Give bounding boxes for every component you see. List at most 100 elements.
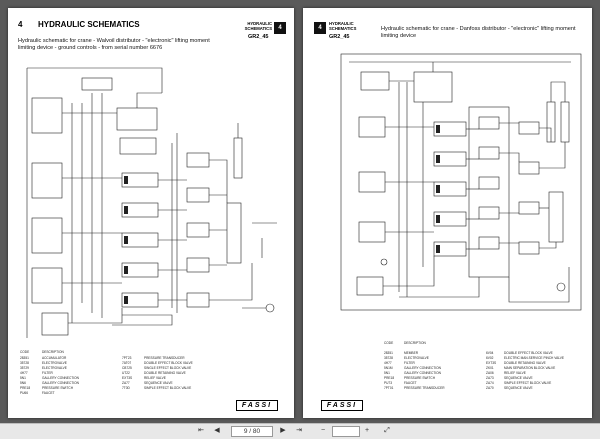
legend-code: 35729 — [20, 366, 29, 370]
legend-description: FILTER — [404, 361, 415, 365]
legend-code: 5N6 — [20, 381, 26, 385]
zoom-level-field[interactable] — [332, 426, 360, 437]
legend-code: PU73 — [384, 381, 392, 385]
section-label-line2: SCHEMATICS — [329, 26, 357, 31]
legend-description: FAUCET — [42, 391, 55, 395]
legend-code: 7PT01 — [384, 386, 394, 390]
legend-header-description: DESCRIPTION — [42, 350, 64, 354]
component-legend-table: CODE DESCRIPTION 28351 MEMBER 6V04 DOUBL… — [384, 341, 589, 391]
hydraulic-schematic-diagram — [340, 53, 582, 311]
section-number: 4 — [18, 20, 23, 29]
pdf-page-right: 4 HYDRAULIC SCHEMATICS GR2_45 Hydraulic … — [303, 8, 592, 418]
legend-row: 7PT01 PRESSURE TRANSDUCER ZA70 SEQUENCE … — [384, 386, 588, 390]
legend-description: GALLERY CONNECTION — [404, 366, 441, 370]
section-label-line1: HYDRAULIC — [247, 21, 272, 26]
fassi-logo: FASSI — [236, 400, 278, 411]
legend-description: SEQUENCE VALVE — [144, 381, 173, 385]
legend-header-code-2 — [486, 341, 504, 345]
legend-row: 5N1M GALLERY CONNECTION ZK01 MAIN SEPARA… — [384, 366, 588, 370]
legend-description: PRESSURE SWITCH — [404, 376, 435, 380]
section-tab: 4 — [314, 22, 326, 34]
legend-description: FILTER — [42, 371, 53, 375]
legend-description: MAIN SEPARATION BLOCK VALVE — [504, 366, 556, 370]
legend-description — [144, 391, 264, 395]
legend-code: 7PT23 — [122, 356, 132, 360]
legend-description: RELIEF VALVE — [144, 376, 166, 380]
page-title: HYDRAULIC SCHEMATICS — [38, 20, 140, 29]
legend-description: DOUBLE EFFECT BLOCK VALVE — [144, 361, 193, 365]
section-tab: 4 — [274, 22, 286, 34]
legend-code: 28351 — [384, 351, 393, 355]
previous-page-button[interactable]: ◀ — [214, 427, 220, 434]
legend-description: GALLERY CONNECTION — [42, 376, 79, 380]
legend-description: MEMBER — [404, 351, 418, 355]
legend-code — [122, 391, 144, 395]
legend-code: 5N1 — [20, 376, 26, 380]
legend-description: PRESSURE TRANSDUCER — [404, 386, 445, 390]
legend-code: PRE18 — [20, 386, 31, 390]
section-code: GR2_45 — [248, 34, 269, 40]
first-page-button[interactable]: ⇤ — [198, 427, 204, 434]
legend-description: GALLERY CONNECTION — [42, 381, 79, 385]
legend-code: EXT3S — [122, 376, 133, 380]
legend-row: PRE18 PRESSURE SWITCH ZA73 SEQUENCE VALV… — [384, 376, 588, 380]
legend-description: SIMPLE EFFECT BLOCK VALVE — [144, 386, 192, 390]
page-number-input[interactable]: 9 / 80 — [231, 426, 273, 437]
legend-description: SEQUENCE VALVE — [504, 386, 533, 390]
legend-code: 5N1 — [384, 371, 390, 375]
fit-page-button[interactable]: ⤢ — [384, 427, 390, 434]
legend-code: CB725 — [122, 366, 132, 370]
legend-description: DOUBLE RETAINING VALVE — [144, 371, 186, 375]
legend-description: SIMPLE EFFECT BLOCK VALVE — [504, 381, 552, 385]
hydraulic-schematic-diagram — [26, 67, 277, 338]
legend-code: 5N1M — [384, 366, 393, 370]
legend-description: ELECTROVALVE — [404, 356, 429, 360]
last-page-button[interactable]: ⇥ — [296, 427, 302, 434]
legend-description: RELIEF VALVE — [504, 371, 526, 375]
legend-row: 35728 ELECTROVALVE 6V02 ELECTRIC MAN.SER… — [384, 356, 588, 360]
schematic-caption: Hydraulic schematic for crane - Walvoil … — [18, 38, 210, 51]
legend-code: ZK01 — [486, 366, 494, 370]
zoom-in-button[interactable]: + — [364, 427, 370, 434]
legend-description: PRESSURE SWITCH — [42, 386, 73, 390]
legend-header-description-2 — [144, 350, 264, 354]
legend-header-code-2 — [122, 350, 144, 354]
legend-code: 7AT07 — [122, 361, 132, 365]
legend-header-code: CODE — [20, 350, 30, 354]
legend-row: 4H77 FILTER EXT3S DOUBLE RETAINING VALVE — [384, 361, 588, 365]
legend-header-description: DESCRIPTION — [404, 341, 426, 345]
legend-header-description-2 — [504, 341, 588, 345]
legend-code: ZA77 — [122, 381, 130, 385]
legend-code: ZA74 — [486, 381, 494, 385]
legend-code: 7T0D — [122, 386, 130, 390]
legend-code: PU66 — [20, 391, 28, 395]
legend-row: 28351 MEMBER 6V04 DOUBLE EFFECT BLOCK VA… — [384, 351, 588, 355]
zoom-out-button[interactable]: − — [320, 427, 326, 434]
legend-header-row: CODE DESCRIPTION — [20, 350, 264, 354]
section-code: GR2_45 — [329, 34, 350, 40]
legend-row: 4H77 FILTER UT22 DOUBLE RETAINING VALVE — [20, 371, 264, 375]
legend-description: ELECTRIC MAN.SERVICE PINCH VALVE — [504, 356, 565, 360]
legend-code: 4H77 — [20, 371, 28, 375]
legend-code: PRE18 — [384, 376, 395, 380]
legend-row: 5N1 GALLERY CONNECTION ZA06 RELIEF VALVE — [384, 371, 588, 375]
legend-row: 35728 ELECTROVALVE 7AT07 DOUBLE EFFECT B… — [20, 361, 264, 365]
legend-row: 35729 ELECTROVALVE CB725 SINGLE EFFECT B… — [20, 366, 264, 370]
legend-row: PU66 FAUCET — [20, 391, 264, 395]
legend-header-row: CODE DESCRIPTION — [384, 341, 588, 345]
legend-code: UT22 — [122, 371, 130, 375]
legend-code: 35728 — [20, 361, 29, 365]
legend-description: PRESSURE TRANSDUCER — [144, 356, 185, 360]
next-page-button[interactable]: ▶ — [280, 427, 286, 434]
legend-code: 6V04 — [486, 351, 494, 355]
legend-code: 28351 — [20, 356, 29, 360]
legend-code: 35728 — [384, 356, 393, 360]
legend-description: SINGLE EFFECT BLOCK VALVE — [144, 366, 192, 370]
legend-code: ZA73 — [486, 376, 494, 380]
pdf-viewer-toolbar: ⇤ ◀ 9 / 80 ▶ ⇥ − + ⤢ — [0, 423, 600, 439]
legend-description: DOUBLE EFFECT BLOCK VALVE — [504, 351, 553, 355]
section-label: HYDRAULIC SCHEMATICS — [226, 21, 272, 31]
legend-description: ELECTROVALVE — [42, 361, 67, 365]
section-label-line2: SCHEMATICS — [244, 26, 272, 31]
section-label-line1: HYDRAULIC — [329, 21, 354, 26]
